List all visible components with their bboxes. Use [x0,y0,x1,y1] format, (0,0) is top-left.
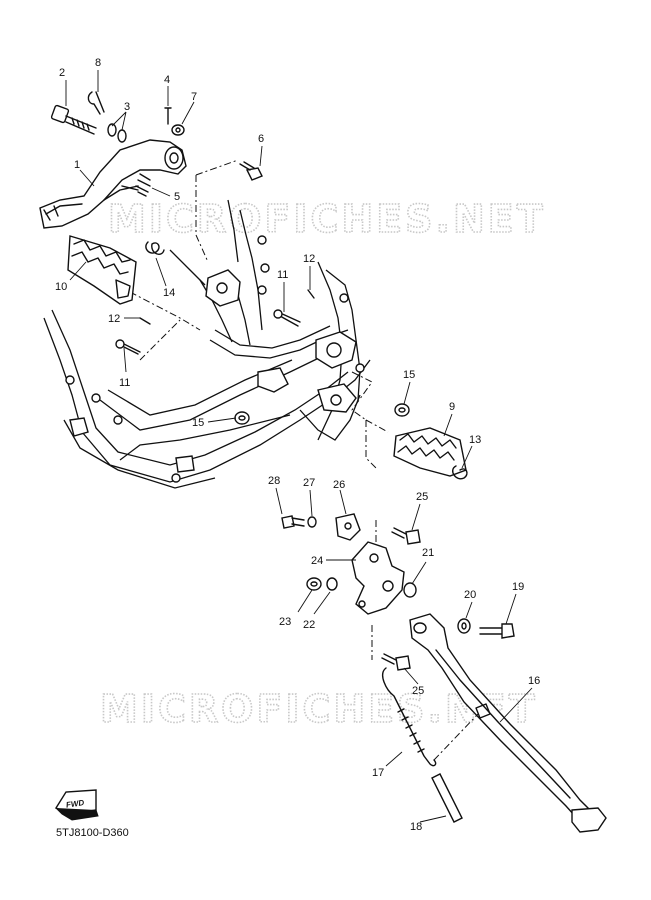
part-pin-12-right [307,289,315,299]
callout-14: 14 [163,287,175,299]
callout-17: 17 [372,767,384,779]
part-cotter-pin [87,91,105,115]
callout-8: 8 [95,57,101,69]
callout-22: 22 [303,619,315,631]
callout-15-right: 15 [403,369,415,381]
part-nut-15-right [394,403,410,417]
part-bolt-25-bottom [381,653,411,671]
part-nut-15-left [234,411,250,425]
callout-9: 9 [449,401,455,413]
callout-3: 3 [124,101,130,113]
part-washer-7 [171,124,185,136]
part-footrest-right [393,427,467,477]
callout-16: 16 [528,675,540,687]
leader-lines [65,70,533,823]
callout-11-left: 11 [119,377,130,389]
part-bolt-19 [479,623,515,639]
part-spring-17 [382,667,479,767]
callout-2: 2 [59,67,65,79]
part-nut-23 [306,577,322,591]
part-pin-11-right [273,309,301,327]
part-washer-20 [457,618,471,634]
callout-19: 19 [512,581,524,593]
callout-labels: 2 8 3 4 7 6 1 5 10 14 11 12 12 11 15 15 … [55,57,540,833]
part-brake-pedal [39,139,187,229]
callout-27: 27 [303,477,315,489]
part-switch-26 [335,513,361,541]
callout-12-top: 12 [303,253,315,265]
part-washers [107,123,127,143]
callout-4: 4 [164,74,170,86]
part-spring-14 [145,241,165,255]
part-clip-13 [452,465,468,480]
diagram-code: 5TJ8100-D360 [56,827,129,839]
part-stand-bracket [351,541,405,615]
part-bolt-25-top [391,527,421,545]
part-pin-12-left [139,317,151,325]
callout-6: 6 [258,133,264,145]
part-washer-27 [307,516,317,528]
part-pin [164,107,172,125]
callout-11-top: 11 [277,269,288,281]
callout-1: 1 [74,159,80,171]
fwd-arrow-icon: FWD [54,789,99,821]
callout-20: 20 [464,589,476,601]
callout-12-left: 12 [108,313,120,325]
callout-5: 5 [174,191,180,203]
watermark-top: MICROFICHES.NET [108,197,546,241]
callout-10: 10 [55,281,67,293]
callout-28: 28 [268,475,280,487]
callout-15-left: 15 [192,417,204,429]
callout-13: 13 [469,434,481,446]
callout-25-top: 25 [416,491,428,503]
callout-26: 26 [333,479,345,491]
part-bolt-28 [281,515,305,529]
part-footrest-left [67,235,137,305]
fwd-label: FWD [65,798,85,809]
part-washer-22 [326,577,338,591]
part-pivot-bolt [50,104,97,135]
part-pin-11-left [115,339,141,355]
part-sidestand [409,613,607,833]
callout-7: 7 [191,91,197,103]
callout-25-bottom: 25 [412,685,424,697]
callout-23: 23 [279,616,291,628]
part-spring-5 [121,173,151,197]
part-pin-18 [431,773,463,823]
frame [43,199,371,489]
callout-18: 18 [410,821,422,833]
part-collar-21 [403,582,417,598]
callout-24: 24 [311,555,323,567]
callout-21: 21 [422,547,434,559]
part-bolt-6 [239,161,263,181]
